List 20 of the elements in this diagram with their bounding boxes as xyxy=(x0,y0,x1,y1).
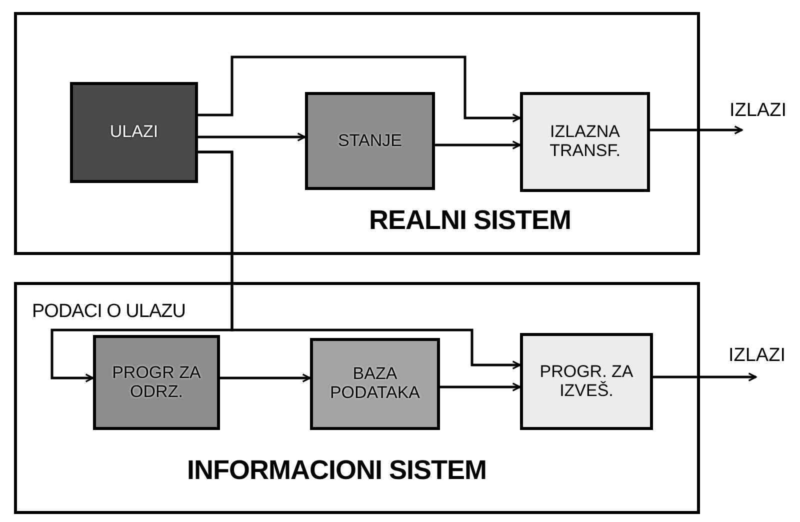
arrow xyxy=(440,382,521,392)
system-frame xyxy=(14,12,700,255)
arrow xyxy=(198,56,521,122)
arrow xyxy=(198,132,306,142)
process-box: ULAZI xyxy=(70,82,198,183)
arrow xyxy=(220,374,311,382)
output-label: IZLAZI xyxy=(716,345,798,377)
arrow xyxy=(650,126,743,134)
frame-title: INFORMACIONI SISTEM xyxy=(187,455,486,486)
arrow xyxy=(653,372,757,382)
process-box: IZLAZNA TRANSF. xyxy=(520,92,650,192)
arrow xyxy=(198,150,521,370)
arrow xyxy=(435,140,521,150)
process-box: PROGR. ZA IZVEŠ. xyxy=(520,333,653,430)
process-box: PROGR ZA ODRZ. xyxy=(93,335,220,430)
process-box: BAZA PODATAKA xyxy=(310,338,440,430)
frame-title: REALNI SISTEM xyxy=(369,205,572,236)
output-label: IZLAZI xyxy=(720,100,796,130)
system-frame xyxy=(14,282,700,514)
process-box: STANJE xyxy=(305,92,435,190)
